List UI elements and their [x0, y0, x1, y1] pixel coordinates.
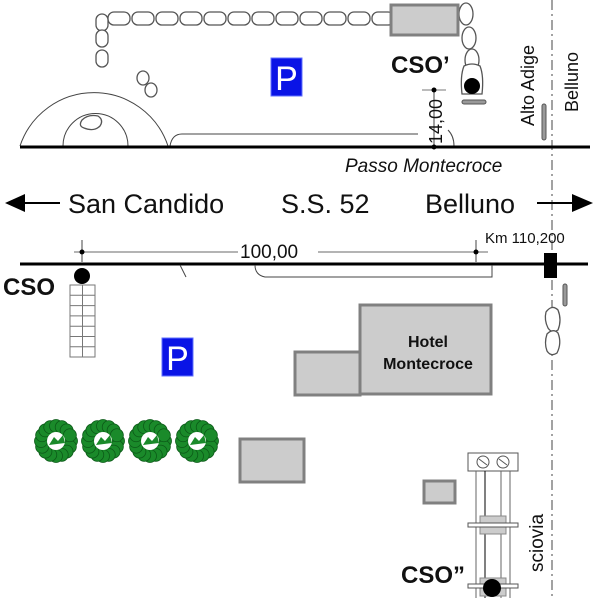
- tree: [34, 419, 78, 463]
- building-small: [422, 479, 457, 505]
- building-south-west: [238, 437, 306, 484]
- dimension-vertical: 14,00: [422, 87, 455, 150]
- bollard-north: [541, 103, 547, 141]
- hotel-building: [358, 303, 493, 396]
- parking-lane-north: [169, 133, 418, 147]
- wall-stone: [131, 11, 155, 26]
- cso-marker: [74, 268, 90, 284]
- wall-stone: [251, 11, 275, 26]
- dome-structure: [19, 92, 169, 147]
- hotel-name-line1: Hotel: [408, 334, 448, 351]
- hotel-name-line2: Montecroce: [383, 356, 473, 373]
- cso-prime-label: CSO’: [391, 52, 450, 79]
- wall-stone: [95, 13, 109, 32]
- svg-text:14,00: 14,00: [426, 99, 446, 144]
- wall-stone: [299, 11, 323, 26]
- wall-stone: [461, 26, 477, 50]
- arrow-east: [537, 194, 593, 212]
- access-road: [179, 264, 187, 278]
- ski-lift: [467, 452, 519, 598]
- tree: [128, 419, 172, 463]
- stone-wall: [95, 2, 480, 98]
- wall-stone: [458, 2, 474, 26]
- tree: [175, 419, 219, 463]
- bollard-south: [562, 283, 568, 307]
- wall-stone: [95, 49, 109, 68]
- cso-label: CSO: [3, 274, 55, 301]
- wall-stone: [155, 11, 179, 26]
- wall-stone: [95, 29, 109, 48]
- destination-west: San Candido: [68, 189, 224, 219]
- wall-stone: [107, 11, 131, 26]
- wall-stone: [144, 82, 158, 98]
- wall-stone: [203, 11, 227, 26]
- wall-stone: [179, 11, 203, 26]
- dimension-horizontal: 100,00: [74, 240, 488, 263]
- stones-south: [544, 306, 561, 356]
- parking-lane-south: [254, 264, 493, 278]
- wall-stone: [136, 70, 150, 86]
- tree: [81, 419, 125, 463]
- km-marker-label: Km 110,200: [485, 230, 565, 247]
- ladder-structure: [69, 284, 96, 358]
- destination-east: Belluno: [425, 189, 515, 219]
- parking-sign-north: P: [270, 57, 303, 98]
- cso-prime-marker: [460, 63, 487, 105]
- ski-lift-label: sciovia: [527, 513, 548, 572]
- wall-stone: [275, 11, 299, 26]
- cso-double-prime-label: CSO”: [401, 562, 465, 589]
- wall-stone: [227, 11, 251, 26]
- tree-row: [34, 419, 219, 463]
- building-annex: [293, 350, 362, 397]
- pass-name: Passo Montecroce: [345, 156, 502, 177]
- svg-text:P: P: [166, 340, 189, 378]
- svg-text:P: P: [275, 60, 298, 98]
- km-marker: [544, 253, 557, 278]
- building-north-shed: [389, 3, 460, 37]
- region-alto-adige: Alto Adige: [518, 45, 538, 126]
- wall-stone: [347, 11, 371, 26]
- region-belluno: Belluno: [562, 52, 582, 112]
- parking-sign-south: P: [161, 337, 194, 378]
- wall-stone: [323, 11, 347, 26]
- svg-text:100,00: 100,00: [240, 242, 298, 263]
- road-name: S.S. 52: [281, 189, 370, 219]
- arrow-west: [5, 194, 60, 212]
